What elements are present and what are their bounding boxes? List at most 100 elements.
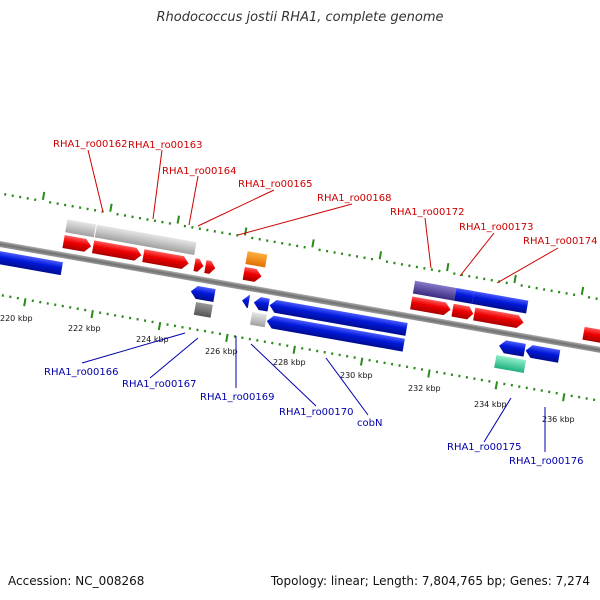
- gene-feature-dark-gray: [193, 301, 213, 318]
- scale-minor-tick: [191, 226, 194, 229]
- scale-label: 232 kbp: [408, 384, 441, 393]
- forward-gene-label: RHA1_ro00163: [128, 140, 203, 151]
- scale-minor-tick: [131, 215, 134, 219]
- scale-minor-tick: [340, 252, 344, 256]
- scale-minor-tick: [198, 227, 202, 231]
- scale-minor-tick: [592, 398, 596, 402]
- scale-minor-tick: [542, 288, 546, 291]
- forward-gene-label: RHA1_ro00174: [523, 236, 598, 247]
- scale-label: 220 kbp: [0, 314, 33, 323]
- reverse-gene-label: RHA1_ro00176: [509, 456, 584, 467]
- scale-minor-tick: [405, 365, 409, 369]
- scale-minor-tick: [338, 353, 341, 357]
- scale-minor-tick: [151, 320, 154, 324]
- scale-major-tick: [359, 357, 364, 366]
- forward-gene-label: RHA1_ro00162: [53, 139, 128, 150]
- scale-minor-tick: [475, 276, 478, 279]
- forward-gene-label: RHA1_ro00172: [390, 207, 465, 218]
- forward-gene-leaders: [87, 149, 559, 284]
- scale-minor-tick: [31, 299, 34, 303]
- reverse-gene-label: RHA1_ro00170: [279, 407, 354, 418]
- scale-minor-tick: [555, 391, 558, 395]
- scale-minor-tick: [450, 373, 454, 377]
- reverse-genes-row: [0, 244, 561, 363]
- scale-minor-tick: [458, 374, 461, 378]
- leader-line: [197, 189, 275, 227]
- scale-minor-tick: [153, 219, 157, 223]
- scale-minor-tick: [93, 208, 97, 212]
- scale-minor-tick: [527, 285, 531, 289]
- scale-major-tick: [176, 215, 180, 224]
- scale-minor-tick: [348, 253, 351, 257]
- scale-label: 226 kbp: [205, 347, 238, 356]
- scale-minor-tick: [383, 361, 386, 365]
- scale-minor-tick: [48, 200, 52, 204]
- gene-feature-orange: [245, 251, 268, 268]
- scale-minor-tick: [540, 389, 543, 392]
- scale-minor-tick: [56, 202, 59, 206]
- scale-minor-tick: [4, 193, 7, 196]
- feature-row-upper: [65, 219, 529, 314]
- reverse-gene-leaders: [81, 332, 546, 452]
- scale-minor-tick: [34, 198, 37, 202]
- gene-feature-blue: [454, 287, 475, 304]
- scale-minor-tick: [236, 233, 239, 237]
- scale-minor-tick: [106, 312, 109, 316]
- reverse-strand-ticks: [1, 294, 596, 402]
- scale-minor-tick: [136, 317, 139, 321]
- genome-track: [0, 191, 600, 402]
- scale-major-tick: [109, 203, 113, 212]
- scale-minor-tick: [423, 266, 426, 270]
- scale-minor-tick: [420, 368, 424, 371]
- scale-minor-tick: [69, 306, 72, 309]
- scale-minor-tick: [323, 350, 326, 354]
- scale-minor-tick: [203, 329, 207, 333]
- scale-minor-tick: [345, 354, 349, 358]
- scale-minor-tick: [595, 297, 598, 301]
- scale-minor-tick: [273, 240, 276, 244]
- scale-minor-tick: [503, 382, 506, 386]
- scale-minor-tick: [78, 206, 82, 209]
- scale-minor-tick: [233, 335, 237, 338]
- scale-minor-tick: [288, 243, 291, 246]
- scale-minor-tick: [465, 376, 469, 379]
- scale-minor-tick: [63, 203, 67, 207]
- scale-minor-tick: [587, 295, 591, 299]
- scale-minor-tick: [113, 313, 117, 317]
- leader-line: [237, 203, 353, 236]
- leader-line: [483, 397, 512, 443]
- scale-minor-tick: [11, 194, 14, 198]
- scale-minor-tick: [488, 379, 491, 383]
- scale-minor-tick: [330, 352, 334, 355]
- gene-feature-gray: [94, 224, 197, 255]
- forward-gene-arrow: [62, 235, 92, 252]
- reverse-gene-labels: RHA1_ro00166 RHA1_ro00167 RHA1_ro00169 R…: [44, 367, 584, 467]
- scale-minor-tick: [520, 284, 523, 287]
- scale-minor-tick: [278, 343, 281, 346]
- scale-minor-tick: [1, 294, 5, 297]
- scale-minor-tick: [168, 222, 172, 225]
- forward-gene-arrow: [91, 240, 142, 261]
- scale-minor-tick: [413, 366, 416, 370]
- scale-minor-tick: [438, 269, 441, 273]
- scale-minor-tick: [390, 362, 394, 366]
- scale-minor-tick: [116, 212, 119, 216]
- scale-major-tick: [513, 274, 517, 284]
- scale-minor-tick: [256, 339, 259, 342]
- reverse-gene-label: cobN: [357, 418, 382, 429]
- scale-minor-tick: [61, 304, 64, 308]
- scale-major-tick: [311, 239, 315, 248]
- scale-minor-tick: [248, 337, 252, 341]
- reverse-gene-arrow: [499, 340, 526, 357]
- forward-gene-labels: RHA1_ro00162 RHA1_ro00163 RHA1_ro00164 R…: [53, 139, 598, 247]
- reverse-gene-arrow: [266, 315, 405, 352]
- scale-minor-tick: [385, 260, 389, 264]
- scale-minor-tick: [183, 224, 187, 228]
- reverse-gene-arrow: [0, 244, 63, 276]
- accession-label: Accession: NC_008268: [8, 574, 145, 588]
- scale-minor-tick: [146, 218, 149, 221]
- forward-gene-arrow: [451, 303, 474, 320]
- forward-gene-arrow: [473, 307, 524, 329]
- scale-major-tick: [157, 321, 162, 331]
- scale-minor-tick: [375, 360, 379, 363]
